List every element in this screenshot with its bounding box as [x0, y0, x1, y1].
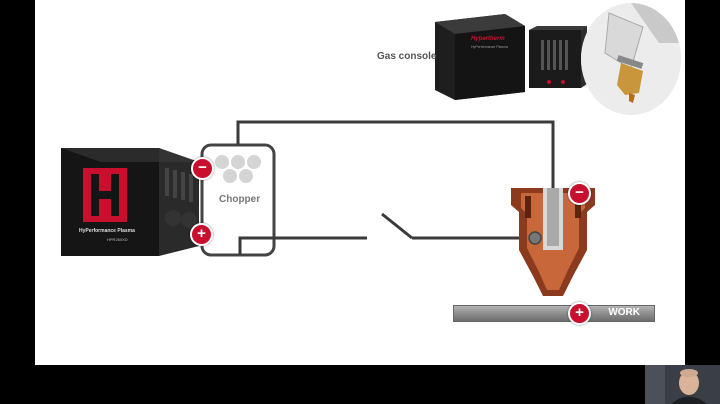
- plasma-power-supply-icon: HyPerformance Plasma HPR260XD: [61, 148, 199, 256]
- torch-consumable-photo-icon: [581, 3, 681, 115]
- gas-console-brand: Hypertherm: [471, 36, 505, 42]
- gas-console-label: Gas console: [377, 51, 437, 62]
- chopper-negative-badge: −: [191, 157, 214, 180]
- negative-lead-wire: [236, 120, 555, 188]
- gas-console-icon: Hypertherm HyPerformance Plasma: [435, 14, 525, 100]
- work-plate: WORK: [453, 305, 655, 322]
- switch-blade: [381, 212, 413, 240]
- torch-negative-badge: −: [568, 182, 591, 205]
- gas-console-sub: HyPerformance Plasma: [471, 45, 508, 49]
- circuit-wires: [200, 120, 595, 296]
- diagram-slide: HyPerformance Plasma HPR260XD Hypertherm…: [35, 0, 685, 365]
- chopper-label: Chopper: [219, 194, 261, 205]
- webcam-presenter-icon: [645, 365, 720, 404]
- work-positive-badge: +: [568, 302, 591, 325]
- torch-cross-section-icon: [511, 188, 595, 296]
- power-supply-model: HPR260XD: [107, 237, 128, 242]
- work-label: WORK: [608, 307, 640, 318]
- power-supply-brand: HyPerformance Plasma: [79, 228, 135, 234]
- chopper-dots: [215, 155, 261, 183]
- gas-console-control-unit-icon: [529, 26, 587, 90]
- chopper-positive-badge: +: [190, 223, 213, 246]
- positive-lead-wire: [238, 236, 367, 255]
